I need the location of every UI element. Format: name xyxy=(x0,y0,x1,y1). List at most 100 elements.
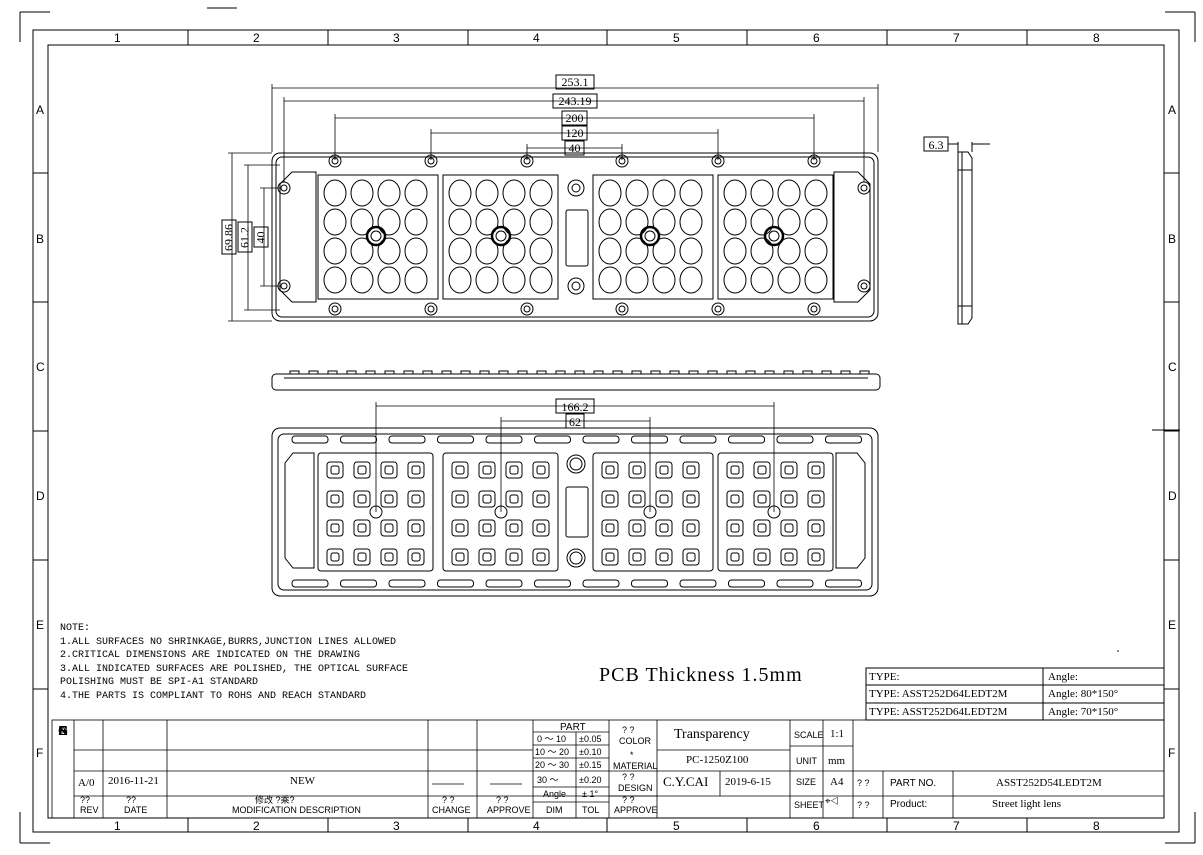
lens-pocket xyxy=(807,519,825,537)
tol-range-1: 0 ～ 10 xyxy=(537,734,567,744)
lens-pocket xyxy=(601,461,619,479)
side-bump xyxy=(289,370,300,375)
lens-pocket xyxy=(601,519,619,537)
dim-thickness: 6.3 xyxy=(928,138,944,152)
lens-pocket-inner xyxy=(455,494,465,504)
lens-pocket xyxy=(326,548,344,566)
mount-hole xyxy=(807,302,821,316)
lens-pocket-inner xyxy=(482,465,492,475)
lens xyxy=(323,208,347,236)
approve2-qq: ? ? xyxy=(622,795,635,805)
mod-label: MODIFICATION DESCRIPTION xyxy=(232,805,361,815)
zone-row-right: D xyxy=(1168,489,1177,503)
side-bump xyxy=(574,370,585,375)
lens-pocket-inner xyxy=(509,465,519,475)
lens-pocket xyxy=(380,519,398,537)
lens-pocket-inner xyxy=(509,523,519,533)
size-value: A4 xyxy=(830,776,844,788)
lens-pocket-inner xyxy=(757,523,767,533)
lens xyxy=(448,266,472,294)
lens-pocket-inner xyxy=(411,552,421,562)
lens-pocket xyxy=(353,490,371,508)
lens xyxy=(404,208,428,236)
slot-bottom xyxy=(728,579,765,588)
lens-pocket xyxy=(505,490,523,508)
lens-pocket xyxy=(655,548,673,566)
approve-qq: ? ? xyxy=(496,795,509,805)
lens-pocket-inner xyxy=(455,465,465,475)
side-bump xyxy=(745,370,756,375)
slot-top xyxy=(340,435,377,444)
side-bump xyxy=(669,370,680,375)
lens-pocket xyxy=(601,548,619,566)
slot-bottom xyxy=(679,579,717,588)
zone-row-left: F xyxy=(36,746,44,760)
lens xyxy=(804,208,828,236)
approve-label: APPROVE xyxy=(487,805,531,815)
lens xyxy=(377,179,401,207)
lens-pocket-inner xyxy=(730,552,740,562)
lens xyxy=(529,208,553,236)
lens xyxy=(475,179,499,207)
lens xyxy=(475,208,499,236)
zone-col-top: 1 xyxy=(114,31,121,45)
lens xyxy=(652,208,676,236)
lens-pocket-inner xyxy=(482,523,492,533)
dim-label: DIM xyxy=(546,805,563,815)
led-center xyxy=(763,225,785,247)
side-bump xyxy=(802,370,813,375)
approve2-label: APPROVE xyxy=(614,805,658,815)
zone-row-left: B xyxy=(36,232,45,246)
lens-pocket xyxy=(532,461,550,479)
date-value: 2016-11-21 xyxy=(108,775,159,787)
bottom-view xyxy=(271,427,879,597)
scale-label: SCALE xyxy=(794,730,824,740)
mount-hole-inner xyxy=(427,305,435,313)
zone-col-bottom: 2 xyxy=(253,819,260,833)
lens-pocket xyxy=(780,461,798,479)
side-bump xyxy=(612,370,623,375)
lens-pocket xyxy=(682,490,700,508)
slot-bottom xyxy=(388,579,426,588)
product-value: Street light lens xyxy=(992,798,1062,810)
lens-pocket-inner xyxy=(482,494,492,504)
lens xyxy=(598,237,622,265)
part-no-value: ASST252D54LEDT2M xyxy=(996,777,1102,789)
lens-pocket-inner xyxy=(357,552,367,562)
change-label: CHANGE xyxy=(432,805,471,815)
slot-top xyxy=(679,435,717,444)
zone-row-left: D xyxy=(36,489,45,503)
lens-pocket xyxy=(780,519,798,537)
lens xyxy=(475,266,499,294)
zone-col-top: 4 xyxy=(533,31,540,45)
lens-pocket-inner xyxy=(536,465,546,475)
lens-pocket xyxy=(628,490,646,508)
slot-bottom xyxy=(485,579,523,588)
zone-row-right: A xyxy=(1168,103,1177,117)
lens-pocket xyxy=(753,490,771,508)
slot-top xyxy=(534,435,571,444)
lens-pocket xyxy=(726,461,744,479)
zone-col-bottom: 7 xyxy=(953,819,960,833)
mount-hole xyxy=(711,302,725,316)
dim-overall-length: 253.1 xyxy=(561,75,589,89)
lens-pocket xyxy=(682,519,700,537)
lens-pocket xyxy=(505,461,523,479)
led-center xyxy=(639,225,661,247)
zone-row-left: C xyxy=(36,360,45,374)
lens xyxy=(679,237,703,265)
led-center xyxy=(365,225,387,247)
slot-bottom xyxy=(776,579,814,588)
lens xyxy=(448,237,472,265)
lens xyxy=(448,208,472,236)
lens-pocket-inner xyxy=(384,465,394,475)
product-qq: ? ? xyxy=(857,800,870,810)
lens-pocket-inner xyxy=(536,523,546,533)
lens-pocket xyxy=(655,461,673,479)
tol-range-2: 10 ～ 20 xyxy=(535,747,570,757)
angle-header: Angle: xyxy=(1048,671,1078,683)
lens xyxy=(323,266,347,294)
mount-hole xyxy=(328,302,342,316)
led-center-inner xyxy=(768,230,780,242)
lens-pocket-inner xyxy=(784,465,794,475)
